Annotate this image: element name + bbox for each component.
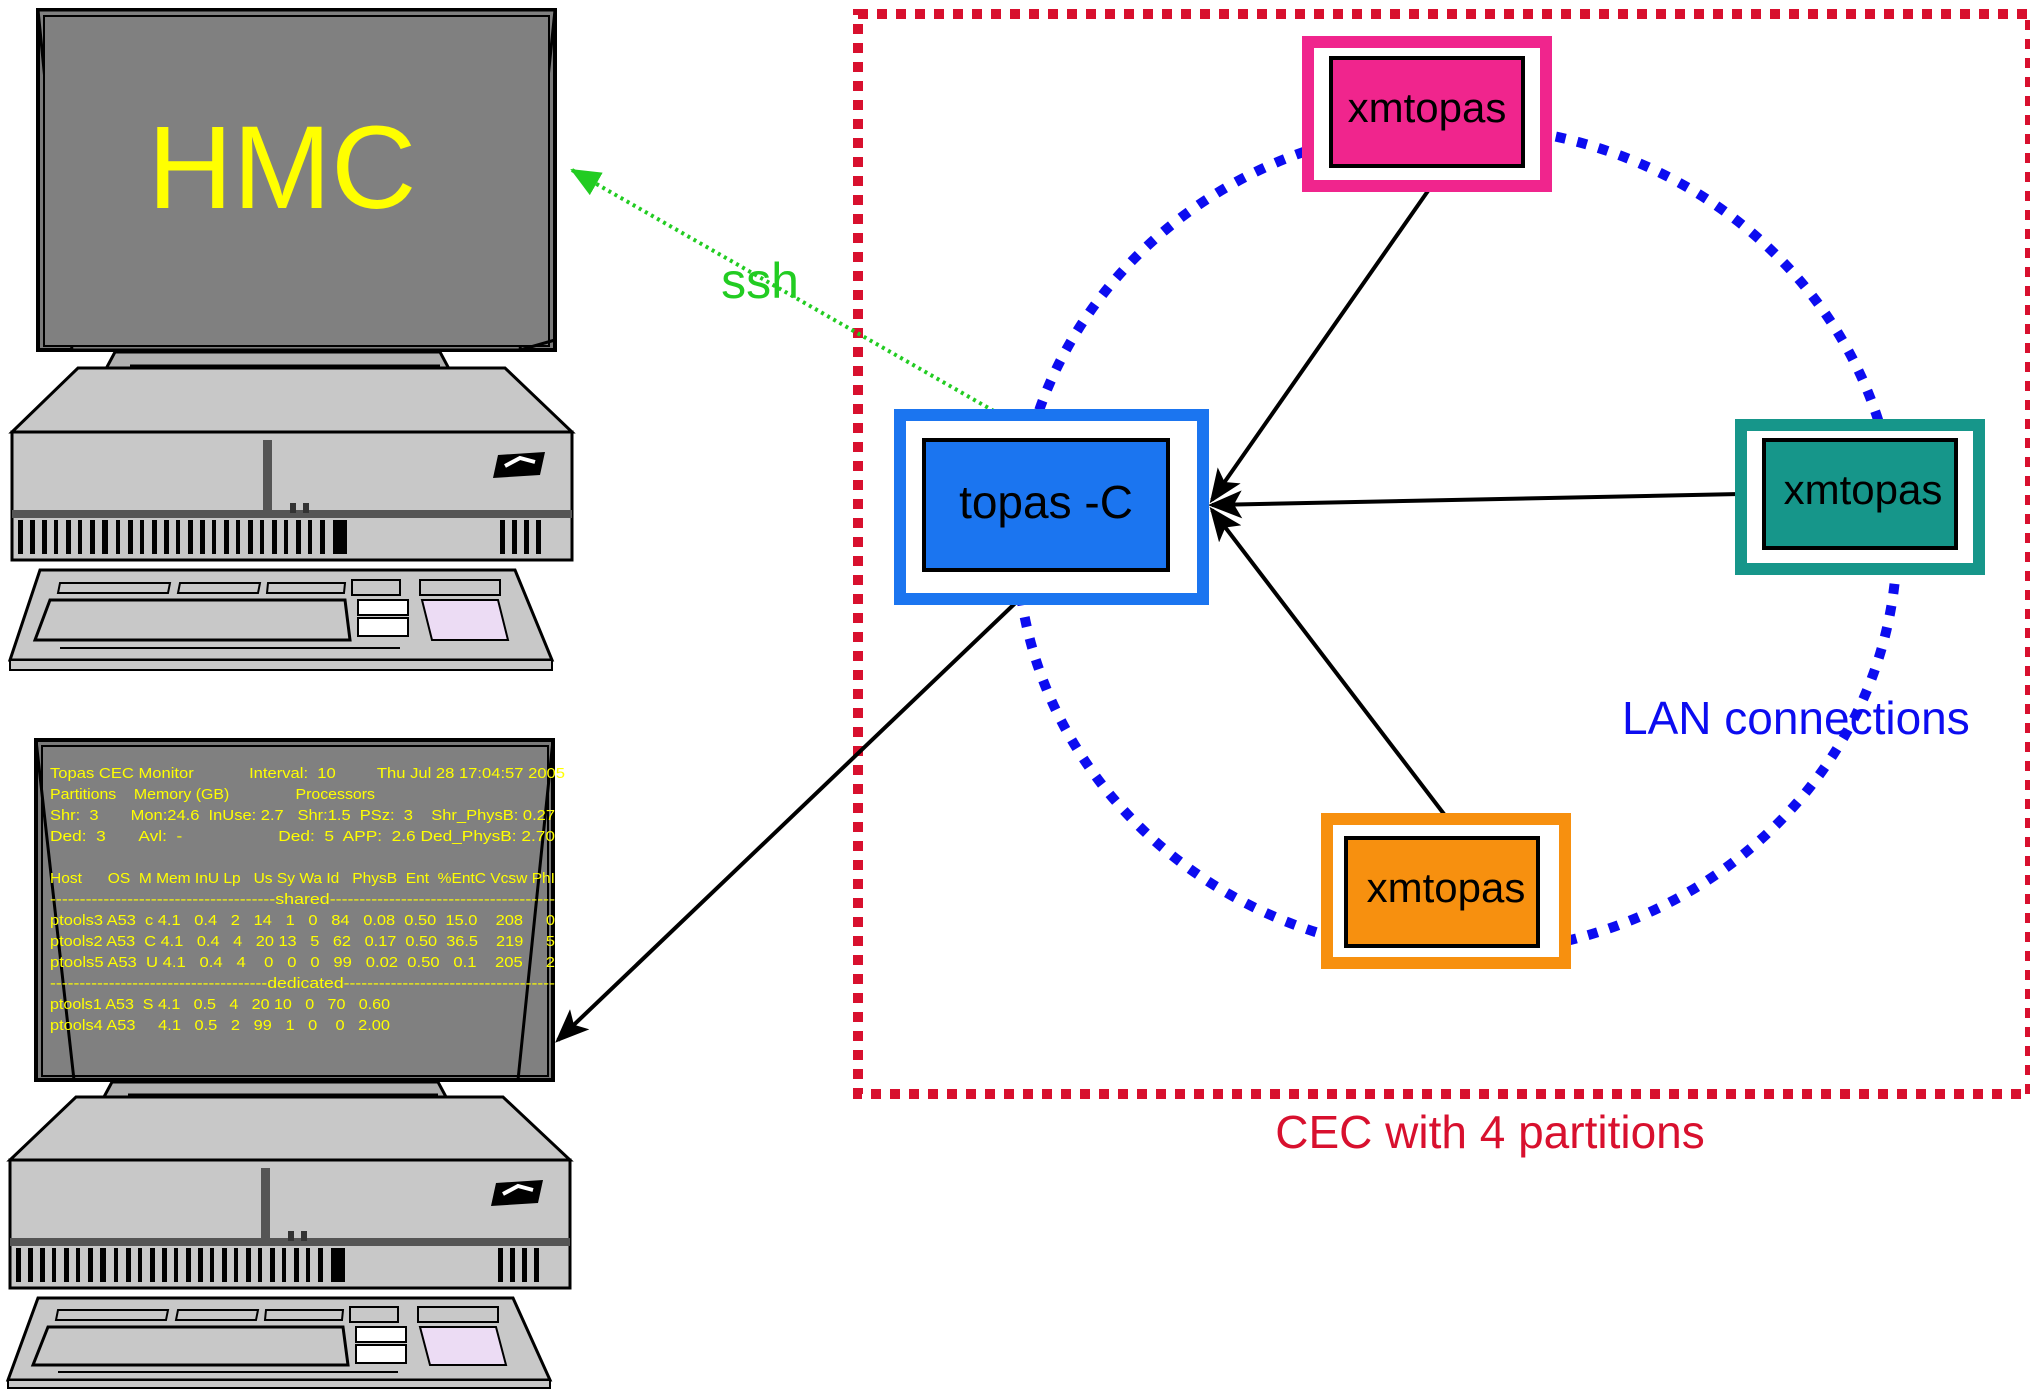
cec-boundary [853, 9, 2030, 1099]
client-computer: Topas CEC Monitor Interval: 10 Thu Jul 2… [5, 738, 574, 1389]
client-system-unit [6, 1095, 574, 1290]
cec-label: CEC with 4 partitions [1275, 1106, 1705, 1158]
screen-line-2: Partitions Memory (GB) Processors [50, 786, 375, 803]
hmc-label: HMC [148, 102, 417, 234]
screen-line-4: Ded: 3 Avl: - Ded: 5 APP: 2.6 Ded_PhysB:… [50, 828, 555, 845]
ssh-connection [570, 168, 1050, 444]
arrow-right-to-central [1208, 490, 1741, 519]
node-xmtopas-top: xmtopas [1302, 36, 1552, 192]
hmc-system-unit [8, 366, 576, 562]
node-xmtopas-bottom-label: xmtopas [1367, 864, 1526, 911]
screen-line-12: ptools1 A53 S 4.1 0.5 4 20 10 0 70 0.60 [50, 996, 390, 1013]
arrow-top-to-central [1209, 186, 1432, 504]
hmc-computer: HMC [7, 8, 576, 671]
hmc-keyboard [7, 568, 555, 671]
node-topas-central-label: topas -C [959, 476, 1133, 528]
screen-line-9: ptools2 A53 C 4.1 0.4 4 20 13 5 62 0.17 … [50, 933, 555, 950]
screen-line-7: --------------------------------------sh… [50, 891, 555, 908]
lan-label: LAN connections [1622, 692, 1970, 744]
arrow-bottom-to-central [1209, 506, 1449, 820]
node-xmtopas-bottom: xmtopas [1321, 813, 1571, 969]
arrow-central-to-client [555, 566, 1054, 1043]
screen-line-11: -------------------------------------ded… [50, 975, 555, 992]
hmc-monitor [36, 8, 557, 396]
node-xmtopas-right-label: xmtopas [1784, 466, 1943, 513]
screen-line-6: Host OS M Mem InU Lp Us Sy Wa Id PhysB E… [50, 870, 555, 887]
screen-line-13: ptools4 A53 4.1 0.5 2 99 1 0 0 2.00 [50, 1017, 390, 1034]
node-xmtopas-top-label: xmtopas [1348, 84, 1507, 131]
client-monitor [34, 738, 555, 1124]
screen-line-1: Topas CEC Monitor Interval: 10 Thu Jul 2… [50, 765, 565, 782]
screen-line-10: ptools5 A53 U 4.1 0.4 4 0 0 0 99 0.02 0.… [50, 954, 555, 971]
client-keyboard [5, 1296, 553, 1389]
screen-line-3: Shr: 3 Mon:24.6 InUse: 2.7 Shr:1.5 PSz: … [50, 807, 555, 824]
node-topas-central: topas -C [894, 409, 1209, 605]
topas-cec-monitor-screen: Topas CEC Monitor Interval: 10 Thu Jul 2… [50, 765, 565, 1034]
screen-line-8: ptools3 A53 c 4.1 0.4 2 14 1 0 84 0.08 0… [50, 912, 555, 929]
ssh-label: ssh [721, 253, 799, 309]
node-xmtopas-right: xmtopas [1735, 419, 1985, 575]
